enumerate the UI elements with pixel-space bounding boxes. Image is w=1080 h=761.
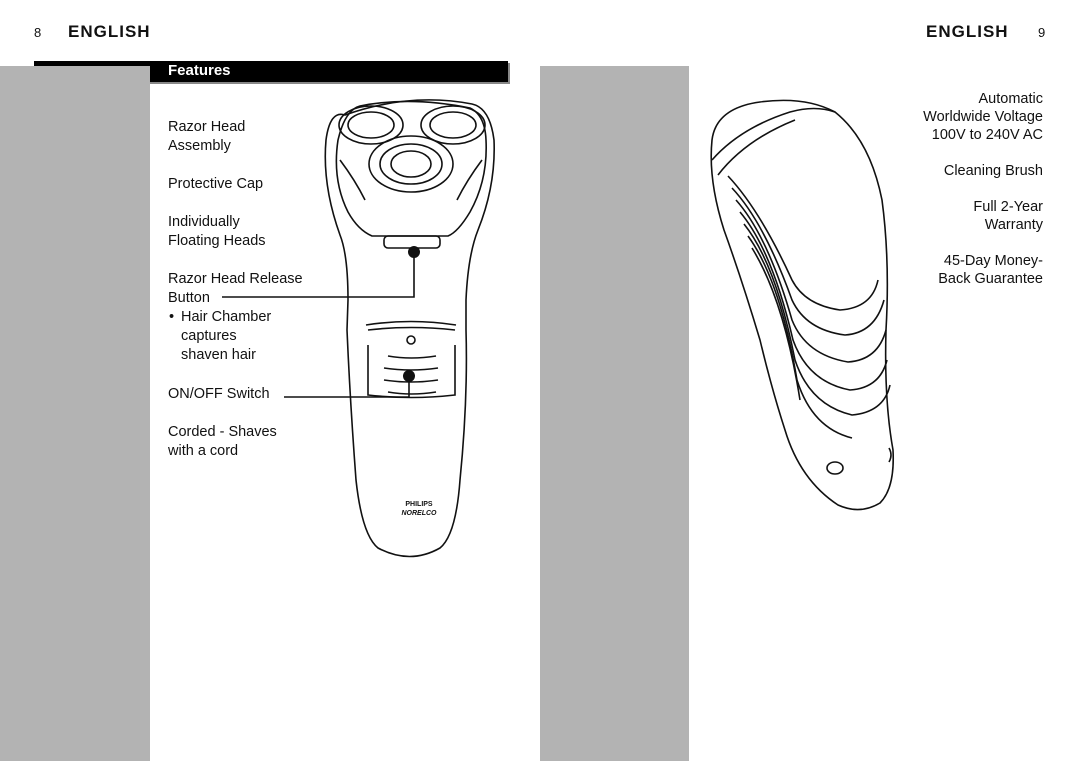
- shaver-side-illustration: [710, 99, 895, 511]
- label-corded: Corded - Shaves with a cord: [168, 424, 277, 459]
- right-page-header: ENGLISH: [926, 22, 1009, 41]
- features-title-bar: Features: [34, 61, 508, 82]
- left-page-header: ENGLISH: [68, 22, 151, 41]
- feature-warranty: Full 2-Year Warranty: [973, 199, 1043, 233]
- label-razor-head: Razor Head Assembly: [168, 119, 246, 154]
- feature-guarantee: 45-Day Money- Back Guarantee: [938, 253, 1043, 287]
- label-hair-chamber: • Hair Chamber captures shaven hair: [169, 309, 272, 363]
- left-gray-panel: [0, 66, 150, 761]
- label-protective-cap: Protective Cap: [168, 176, 264, 192]
- brand-logo: PHILIPS NORELCO: [401, 501, 437, 517]
- label-release-button: Razor Head Release Button: [168, 271, 303, 306]
- left-page-number: 8: [34, 25, 42, 40]
- right-page-number: 9: [1038, 25, 1046, 40]
- feature-voltage: Automatic Worldwide Voltage 100V to 240V…: [923, 91, 1043, 143]
- shaver-front-illustration: [222, 99, 495, 558]
- label-on-off-switch: ON/OFF Switch: [168, 386, 270, 402]
- right-gray-panel: [540, 66, 689, 761]
- features-title: Features: [168, 62, 231, 79]
- feature-cleaning-brush: Cleaning Brush: [943, 163, 1043, 179]
- label-floating-heads: Individually Floating Heads: [168, 214, 266, 249]
